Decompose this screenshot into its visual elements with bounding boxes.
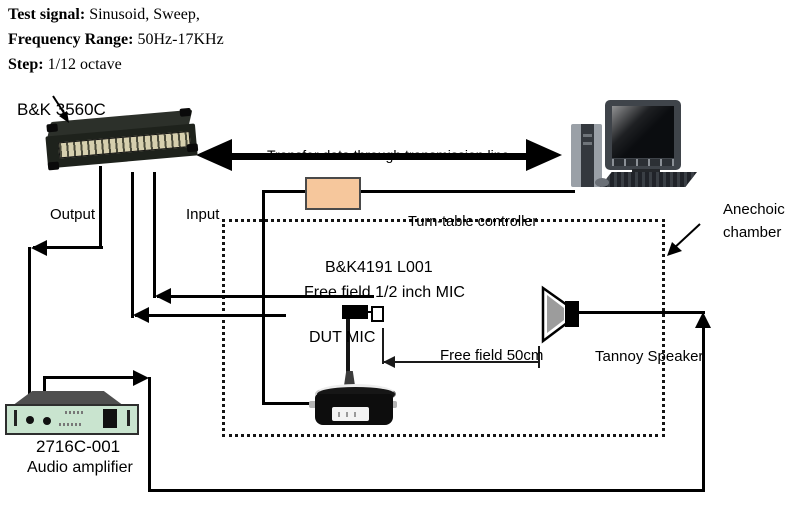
dut-mic-label: DUT MIC [309,329,376,346]
wire-input-b-up [131,172,134,318]
wire-speaker-down [148,377,151,491]
arrowhead-amp-out-icon [133,370,149,386]
amplifier-top [12,391,124,406]
arrowhead-output-icon [31,240,47,256]
turntable-panel [332,407,369,421]
dim-line [384,361,540,363]
wire-output-left [33,246,103,249]
wire-controller-down [262,190,265,405]
ref-mic-connector [366,311,373,313]
wire-output-to-amp [28,247,31,415]
dim-tick-speaker [538,346,540,368]
turntable-controller-box [305,177,361,210]
transfer-arrow-shaft [228,153,530,160]
wire-speaker-bottom [148,489,705,492]
amplifier-photo [5,404,139,435]
amp-input-connector [26,416,34,424]
wire-speaker-up [702,316,705,490]
wire-input-b [135,314,286,317]
param-test-signal: Test signal: Sinusoid, Sweep, [8,6,200,23]
amp-name-label: Audio amplifier [27,459,133,476]
distance-label: Free field 50cm [440,347,544,364]
speaker-icon [541,285,579,344]
wire-input-a [157,295,374,298]
turntable-controller-label: Turn-table controller [408,214,538,230]
anechoic-arrow-icon [667,223,701,256]
amp-model-label: 2716C-001 [36,437,121,456]
arrowhead-dim-icon [383,356,395,368]
param-step: Step: 1/12 octave [8,56,122,73]
mic-stand-rod [346,318,350,376]
mic-type-label: Free field 1/2 inch MIC [304,284,465,301]
computer-mouse [595,178,609,187]
anechoic-label-2: chamber [723,224,782,241]
amp-input-connector [43,417,51,425]
wire-to-speaker [578,311,705,314]
reference-mic-body [371,306,384,322]
dut-mic-body [342,305,368,319]
anechoic-chamber-boundary [222,219,665,437]
wire-controller-turntable [262,402,318,405]
mic-model-label: B&K4191 L001 [325,259,433,276]
speaker-label: Tannoy Speaker [595,348,704,365]
wire-controller [262,190,575,193]
arrowhead-speaker-icon [695,312,711,328]
transfer-arrowhead-left-icon [196,139,232,171]
dim-tick-mic [382,328,384,364]
monitor-screen [612,106,674,158]
wire-output-down [99,166,102,249]
wire-input-a-up [153,172,156,298]
computer-monitor [605,100,681,170]
arrowhead-input-b-icon [133,307,149,323]
computer-keyboard [600,172,697,187]
output-label: Output [50,206,96,223]
analyzer-label: B&K 3560C [17,100,106,119]
param-frequency-range: Frequency Range: 50Hz-17KHz [8,31,224,48]
anechoic-label-1: Anechoic [723,201,785,218]
analyzer-label-arrow-icon [52,95,69,123]
arrowhead-input-a-icon [155,288,171,304]
computer-tower [571,124,602,187]
transfer-label: Transfer data through transmission line [267,147,510,163]
analyzer-connector-strip [57,130,191,159]
test-parameters: Test signal: Sinusoid, Sweep, Frequency … [8,2,224,77]
wire-amp-right [43,376,143,379]
input-label: Input [186,206,220,223]
transfer-arrowhead-right-icon [526,139,562,171]
